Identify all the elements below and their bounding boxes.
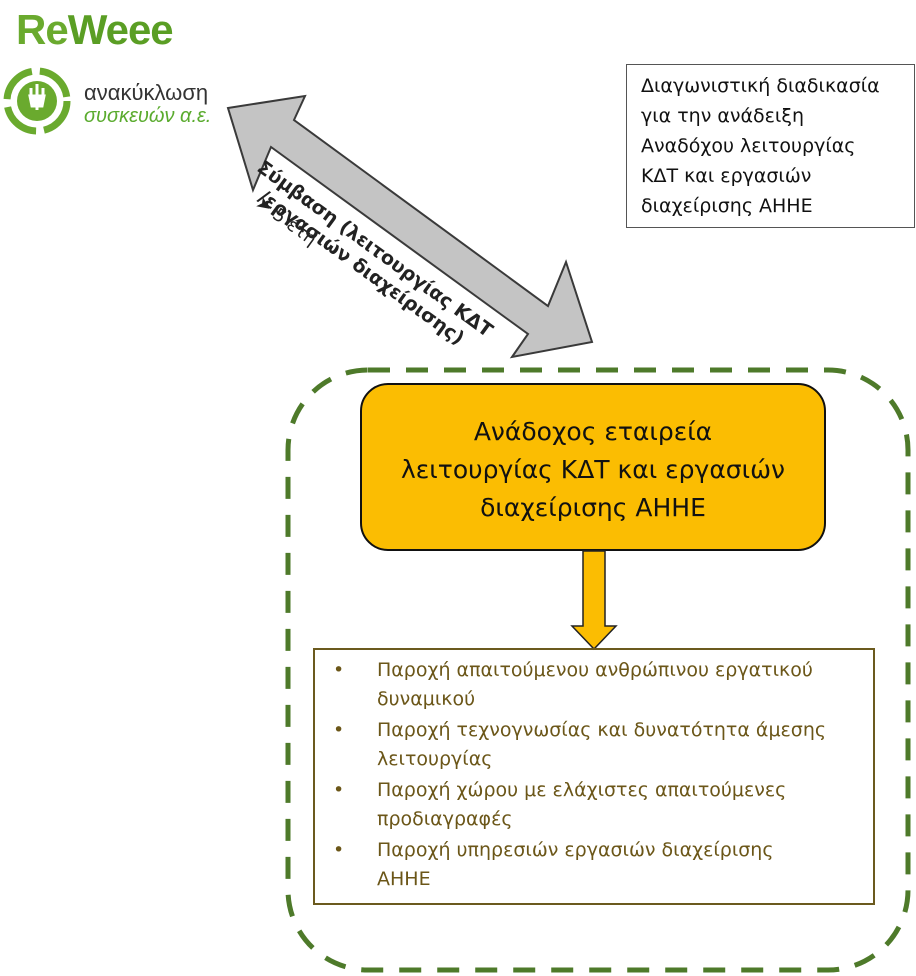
logo-brand-prefix: Re <box>16 6 69 53</box>
services-list: • Παροχή απαιτούμενου ανθρώπινου εργατικ… <box>313 648 875 905</box>
tender-line: ΚΔΤ και εργασιών <box>641 165 812 187</box>
list-item: • Παροχή χώρου με ελάχιστες απαιτούμενες… <box>331 776 863 834</box>
bullet-icon: • <box>333 719 345 741</box>
tender-line: Διαγωνιστική διαδικασία <box>641 75 880 97</box>
tender-process-box: Διαγωνιστική διαδικασία για την ανάδειξη… <box>626 64 915 228</box>
service-line: Παροχή τεχνογνωσίας και δυνατότητα άμεση… <box>377 719 827 741</box>
contract-arrow-shape <box>226 94 594 359</box>
down-arrow-shape <box>570 550 618 651</box>
contractor-line: λειτουργίας ΚΔΤ και εργασιών <box>401 455 785 484</box>
tender-line: Αναδόχου λειτουργίας <box>641 135 856 157</box>
list-item: • Παροχή τεχνογνωσίας και δυνατότητα άμε… <box>331 716 863 774</box>
service-line: λειτουργίας <box>377 748 493 770</box>
service-line: ΑΗΗΕ <box>377 868 431 890</box>
bullet-icon: • <box>333 839 345 861</box>
contractor-line: Ανάδοχος εταιρεία <box>473 417 713 446</box>
service-line: Παροχή υπηρεσιών εργασιών διαχείρισης <box>377 839 774 861</box>
logo-tagline-1: ανακύκλωση <box>84 80 209 105</box>
service-line: Παροχή χώρου με ελάχιστες απαιτούμενες <box>377 779 787 801</box>
recycle-plug-icon <box>3 67 71 135</box>
bullet-icon: • <box>333 659 345 681</box>
contractor-line: διαχείρισης ΑΗΗΕ <box>480 493 706 522</box>
logo-brand-suffix: Weee <box>67 6 174 53</box>
list-item: • Παροχή υπηρεσιών εργασιών διαχείρισης … <box>331 836 863 894</box>
tender-line: για την ανάδειξη <box>641 105 804 127</box>
list-item: • Παροχή απαιτούμενου ανθρώπινου εργατικ… <box>331 656 863 714</box>
rewee-logo: ReWeee <box>16 4 174 56</box>
tender-line: διαχείρισης ΑΗΗΕ <box>641 195 813 217</box>
service-line: Παροχή απαιτούμενου ανθρώπινου εργατικού <box>377 659 813 681</box>
bullet-icon: • <box>333 779 345 801</box>
contractor-box: Ανάδοχος εταιρεία λειτουργίας ΚΔΤ και ερ… <box>360 383 826 551</box>
service-line: προδιαγραφές <box>377 808 513 830</box>
logo-tagline-2: συσκευών α.ε. <box>84 105 212 127</box>
service-line: δυναμικού <box>377 688 476 710</box>
